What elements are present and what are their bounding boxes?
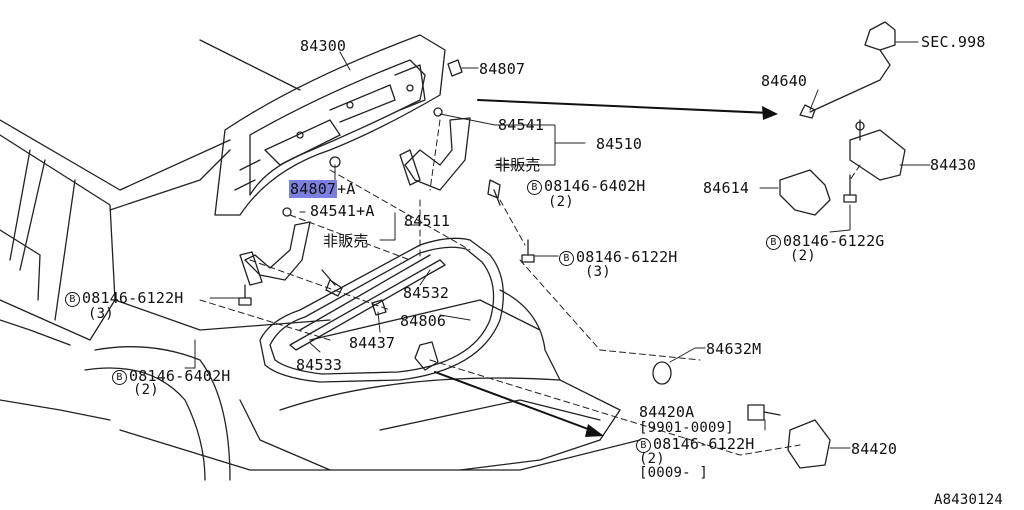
bolts — [238, 59, 535, 371]
right-components — [652, 21, 906, 469]
part-label-84511[interactable]: 84511 — [404, 212, 451, 230]
bolt-number[interactable]: 08146-6122H — [82, 289, 184, 307]
bolt-b-icon: B — [527, 180, 542, 195]
part-label-84807-a[interactable]: 84807+A — [289, 180, 356, 198]
bolt-number[interactable]: 08146-6402H — [129, 367, 231, 385]
bolt-b-icon: B — [766, 235, 781, 250]
arrows[interactable] — [434, 99, 771, 433]
bolt-quantity: (3) — [585, 264, 611, 280]
arrow-head-lower — [585, 424, 604, 437]
part-label-84420a[interactable]: 84420A — [639, 403, 695, 421]
part-label-84541[interactable]: 84541 — [498, 116, 545, 134]
bolt-b-icon: B — [65, 292, 80, 307]
part-label-84614[interactable]: 84614 — [703, 179, 750, 197]
not-for-sale-label: 非販売 — [495, 156, 541, 174]
guide-lines — [199, 119, 861, 456]
bolt-b-icon: B — [559, 251, 574, 266]
bolt-number[interactable]: 08146-6122H — [653, 435, 755, 453]
bolt-number[interactable]: 08146-6122H — [576, 248, 678, 266]
part-label-84420[interactable]: 84420 — [851, 440, 898, 458]
part-label-84300[interactable]: 84300 — [300, 37, 347, 55]
bolt-quantity: (2) — [133, 382, 159, 398]
part-label-84510[interactable]: 84510 — [596, 135, 643, 153]
part-label-84532[interactable]: 84532 — [403, 284, 450, 302]
part-label-84806[interactable]: 84806 — [400, 312, 447, 330]
leader-lines — [184, 41, 931, 449]
bolt-number[interactable]: 08146-6122G — [783, 232, 885, 250]
not-for-sale-label-2: 非販売 — [323, 232, 369, 250]
part-label-84533[interactable]: 84533 — [296, 356, 343, 374]
bolt-quantity: (3) — [88, 306, 114, 322]
part-label-84640[interactable]: 84640 — [761, 72, 808, 90]
part-label-84632m[interactable]: 84632M — [706, 340, 762, 358]
part-label-84541-a[interactable]: 84541+A — [310, 202, 375, 220]
part-label-84437[interactable]: 84437 — [349, 334, 396, 352]
bolt-b-icon: B — [636, 438, 651, 453]
highlighted-part-number[interactable]: 84807 — [289, 180, 338, 198]
trunk-opening-seal — [259, 237, 504, 383]
car-body-outline — [0, 39, 641, 481]
bolt-quantity: (2) — [790, 248, 816, 264]
bolt-quantity: (2) — [548, 194, 574, 210]
trunk-lid-84300 — [214, 34, 446, 216]
bolt-quantity: (2) — [639, 451, 665, 467]
section-reference-label[interactable]: SEC.998 — [921, 33, 986, 51]
part-label-84807[interactable]: 84807 — [479, 60, 526, 78]
diagram-code: A8430124 — [934, 492, 1004, 508]
bolt-b-icon: B — [112, 370, 127, 385]
part-label-84430[interactable]: 84430 — [930, 156, 977, 174]
arrow-head-upper — [762, 106, 778, 120]
hinge-parts — [239, 117, 471, 286]
date-range-label: [9901-0009] — [639, 420, 734, 436]
bolt-number[interactable]: 08146-6402H — [544, 177, 646, 195]
part-suffix: +A — [337, 180, 356, 198]
date-range-label-2: [0009- ] — [639, 465, 709, 481]
